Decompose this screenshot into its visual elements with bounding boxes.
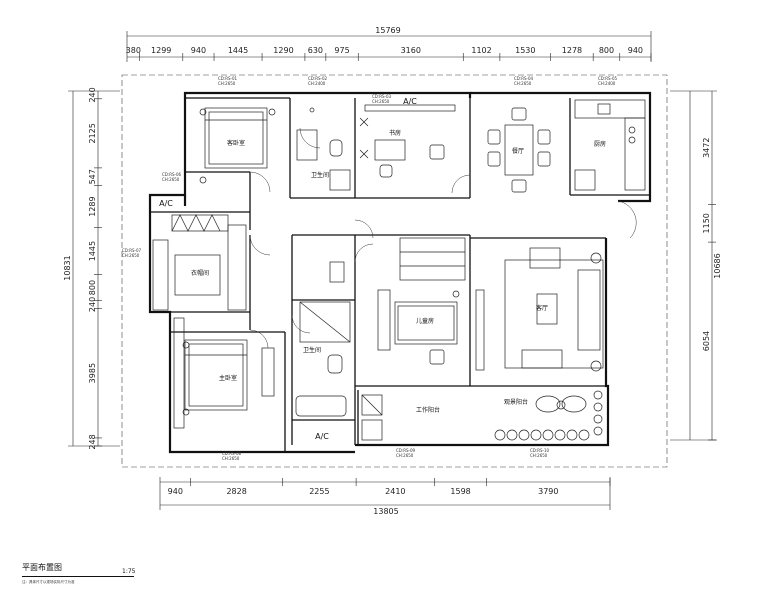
ceiling-note-kitchen-1: CD:RS-05 xyxy=(598,76,618,81)
ceiling-note-work-balcony-1: CD:RS-09 xyxy=(396,448,416,453)
top-dimension-chain xyxy=(126,31,652,62)
room-label-kitchen: 厨房 xyxy=(594,140,606,148)
dimension-label: 1445 xyxy=(88,241,97,261)
ceiling-note-work-balcony-2: CH:2650 xyxy=(396,453,414,458)
ceiling-note-master-bedroom-1: CD:RS-08 xyxy=(222,451,242,456)
dimension-label: 3985 xyxy=(88,363,97,383)
room-label-dining: 餐厅 xyxy=(512,147,524,155)
interior-walls xyxy=(150,97,650,452)
living-room-furniture xyxy=(475,247,604,372)
ceiling-note-dining-2: CH:2650 xyxy=(514,81,532,86)
left-dimension-chain xyxy=(68,90,120,447)
dimension-label: 1598 xyxy=(450,487,470,496)
dimension-label: 1530 xyxy=(515,46,535,55)
top-segment-labels: 380 1299 940 1445 1290 630 975 3160 1102 1530 1278… xyxy=(126,46,643,55)
room-label-leisure-balcony: 观景阳台 xyxy=(504,398,528,406)
bottom-overall-dimension: 13805 xyxy=(373,507,398,516)
room-label-work-balcony: 工作阳台 xyxy=(416,406,440,414)
dimension-label: 1150 xyxy=(702,213,711,233)
dimension-label: 2828 xyxy=(226,487,246,496)
room-label-guest-bedroom: 客卧室 xyxy=(227,139,245,147)
drawing-scale: 1:75 xyxy=(122,568,136,575)
dimension-label: 800 xyxy=(599,46,614,55)
study-furniture xyxy=(359,104,456,178)
master-bed xyxy=(173,317,275,429)
kitchen-counter xyxy=(574,99,646,191)
room-label-cloakroom: 衣帽间 xyxy=(191,269,209,277)
ceiling-note-bathroom-1-2: CH:2400 xyxy=(308,81,326,86)
ceiling-note-guest-bedroom-1: CD:RS-01 xyxy=(218,76,238,81)
ceiling-note-master-bedroom-2: CH:2650 xyxy=(222,456,240,461)
top-overall-dimension: 15769 xyxy=(375,26,400,35)
ceiling-note-study-1: CD:RS-03 xyxy=(372,94,392,99)
right-segment-labels: 3472 1150 6054 xyxy=(702,138,711,352)
room-label-bathroom-1: 卫生间 xyxy=(311,171,329,179)
dimension-label: 2125 xyxy=(88,123,97,143)
drawing-title: 平面布置图 xyxy=(22,563,62,572)
dimension-label: 380 xyxy=(126,46,141,55)
ceiling-note-left-wall-2: CH:2650 xyxy=(122,253,140,258)
dining-table xyxy=(487,107,551,193)
dimension-label: 1289 xyxy=(88,196,97,216)
dimension-label: 6054 xyxy=(702,331,711,351)
dimension-label: 547 xyxy=(88,169,97,184)
room-label-study: 书房 xyxy=(389,129,401,137)
door-swings xyxy=(249,127,637,349)
guest-bed xyxy=(199,107,276,184)
dimension-label: 240 xyxy=(88,297,97,312)
balcony-planters xyxy=(494,390,603,441)
bathroom-2-fixtures xyxy=(295,261,351,417)
ac-label-study: A/C xyxy=(403,97,417,106)
ceiling-note-left-wall-1: CD:RS-07 xyxy=(122,248,142,253)
site-boundary xyxy=(121,74,668,468)
dimension-label: 2255 xyxy=(309,487,329,496)
right-dimension-chain xyxy=(670,90,717,441)
right-overall-dimension: 10686 xyxy=(713,253,722,278)
ceiling-note-guest-bedroom-2: CH:2650 xyxy=(218,81,236,86)
dimension-label: 248 xyxy=(88,434,97,449)
bottom-dimension-chain xyxy=(159,477,611,510)
dimension-label: 3472 xyxy=(702,138,711,158)
dimension-label: 240 xyxy=(88,87,97,102)
dimension-label: 975 xyxy=(334,46,349,55)
dimension-label: 940 xyxy=(628,46,643,55)
ceiling-note-leisure-balcony-2: CH:2650 xyxy=(530,453,548,458)
title-underline xyxy=(22,576,134,577)
ceiling-note-leisure-balcony-1: CD:RS-10 xyxy=(530,448,550,453)
bottom-segment-labels: 940 2828 2255 2410 1598 3790 xyxy=(168,487,559,496)
dimension-label: 1290 xyxy=(273,46,293,55)
room-label-master-bedroom: 主卧室 xyxy=(219,374,237,382)
ceiling-note-dining-1: CD:RS-04 xyxy=(514,76,534,81)
bathroom-1-fixtures xyxy=(296,107,351,191)
ceiling-note-study-2: CH:2650 xyxy=(372,99,390,104)
work-balcony-fixtures xyxy=(361,394,383,441)
room-label-kids-room: 儿童房 xyxy=(416,317,434,325)
room-label-bathroom-2: 卫生间 xyxy=(303,346,321,354)
dimension-label: 940 xyxy=(168,487,183,496)
left-overall-dimension: 10831 xyxy=(63,255,72,280)
dimension-label: 1299 xyxy=(151,46,171,55)
ceiling-note-cloakroom-2: CH:2650 xyxy=(162,177,180,182)
dimension-label: 1445 xyxy=(228,46,248,55)
dimension-label: 2410 xyxy=(385,487,405,496)
ac-label-cloakroom: A/C xyxy=(159,199,173,208)
dimension-label: 3790 xyxy=(538,487,558,496)
room-label-living: 客厅 xyxy=(536,304,548,312)
dimension-label: 940 xyxy=(191,46,206,55)
ceiling-note-bathroom-1-1: CD:RS-02 xyxy=(308,76,328,81)
ac-label-bathroom-2: A/C xyxy=(315,432,329,441)
left-segment-labels: 240 2125 547 1289 1445 800 240 3985 248 xyxy=(88,87,97,449)
ceiling-note-kitchen-2: CH:2400 xyxy=(598,81,616,86)
kids-room-furniture xyxy=(377,237,466,365)
dimension-label: 1278 xyxy=(562,46,582,55)
dimension-label: 800 xyxy=(88,280,97,295)
ceiling-note-cloakroom-1: CD:RS-06 xyxy=(162,172,182,177)
dimension-label: 1102 xyxy=(471,46,491,55)
dimension-label: 3160 xyxy=(401,46,421,55)
cloakroom-wardrobes xyxy=(152,214,247,311)
dimension-label: 630 xyxy=(308,46,323,55)
drawing-note: 注：具体尺寸以现场实际尺寸为准 xyxy=(22,580,75,584)
